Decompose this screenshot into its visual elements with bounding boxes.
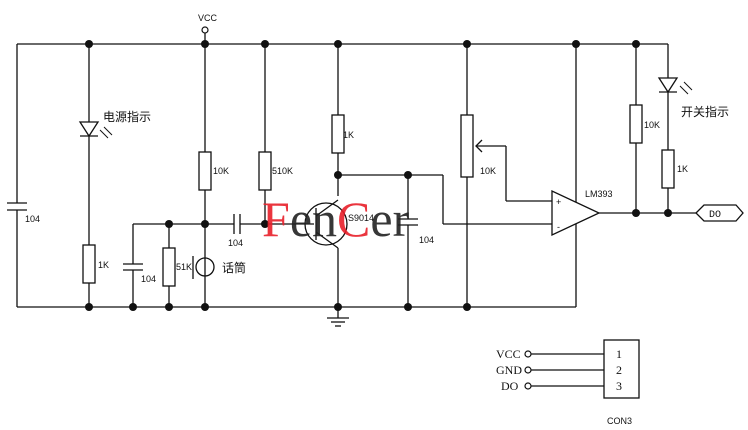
watermark-letter: e xyxy=(290,191,312,247)
switch-led-diode xyxy=(657,77,679,94)
resistor-pullup-label: 10K xyxy=(644,120,660,130)
capacitor-input-label: 104 xyxy=(228,238,243,248)
potentiometer-label: 10K xyxy=(480,166,496,176)
output-branch: 10K 开关指示 1K DO xyxy=(629,44,744,222)
microphone-icon xyxy=(195,257,215,277)
connector-pin-terminal xyxy=(524,382,532,390)
connector-pin-number: 3 xyxy=(616,379,622,393)
microphone-label: 话筒 xyxy=(222,260,246,275)
watermark: FenCer xyxy=(262,191,410,247)
watermark-letter: e xyxy=(370,191,392,247)
transistor-icon xyxy=(304,202,348,246)
resistor-51k-label: 51K xyxy=(176,262,192,272)
power-indicator-label: 电源指示 xyxy=(103,109,151,124)
capacitor-bias-label: 104 xyxy=(141,274,156,284)
comparator-plus: + xyxy=(556,197,561,207)
resistor-510k xyxy=(258,151,272,191)
watermark-letter: C xyxy=(337,191,370,247)
comparator-label: LM393 xyxy=(585,189,613,199)
switch-indicator-label: 开关指示 xyxy=(681,104,729,119)
transistor-stage: 1K S9014 104 xyxy=(304,44,552,307)
resistor-collector-label: 1K xyxy=(343,130,354,140)
vcc-terminal xyxy=(201,26,209,34)
connector-pin-number: 1 xyxy=(616,347,622,361)
base-bias-branch: 510K xyxy=(258,44,293,224)
resistor-vcc-10k xyxy=(198,151,212,191)
resistor-led1-label: 1K xyxy=(98,260,109,270)
connector-name: CON3 xyxy=(607,416,632,426)
watermark-letter: n xyxy=(312,191,337,247)
potentiometer-body xyxy=(460,114,474,178)
vcc-rail: VCC xyxy=(17,13,668,45)
connector-pin-terminal xyxy=(524,350,532,358)
connector-con3: CON3 VCC 1 GND 2 DO 3 xyxy=(496,339,640,426)
connector-pin-label: GND xyxy=(496,363,522,377)
comparator-minus: - xyxy=(557,222,560,232)
power-led-diode xyxy=(78,121,100,138)
resistor-led2 xyxy=(661,149,675,189)
mic-input-network: 10K 104 51K 话筒 104 xyxy=(123,44,314,307)
connector-pin-label: DO xyxy=(501,379,519,393)
resistor-led1 xyxy=(82,244,96,284)
connector-body xyxy=(603,339,640,399)
resistor-51k xyxy=(162,247,176,287)
watermark-letter: F xyxy=(262,191,290,247)
resistor-vcc-10k-label: 10K xyxy=(213,166,229,176)
resistor-led2-label: 1K xyxy=(677,164,688,174)
comparator: + - LM393 xyxy=(551,44,696,307)
capacitor-output-label: 104 xyxy=(419,235,434,245)
connector-pin-number: 2 xyxy=(616,363,622,377)
junction-dots xyxy=(85,40,672,311)
power-led-branch: 电源指示 1K xyxy=(78,44,151,307)
output-tag-label: DO xyxy=(709,210,721,221)
capacitor-left: 104 xyxy=(7,44,40,307)
potentiometer: 10K xyxy=(460,44,552,307)
transistor-label: S9014 xyxy=(348,213,374,223)
output-tag xyxy=(695,204,744,222)
resistor-pullup xyxy=(629,104,643,144)
gnd-rail xyxy=(17,306,576,327)
capacitor-left-label: 104 xyxy=(25,214,40,224)
connector-pin-label: VCC xyxy=(496,347,521,361)
watermark-letter: r xyxy=(393,191,410,247)
connector-pin-terminal xyxy=(524,366,532,374)
vcc-label: VCC xyxy=(198,13,218,23)
resistor-510k-label: 510K xyxy=(272,166,293,176)
